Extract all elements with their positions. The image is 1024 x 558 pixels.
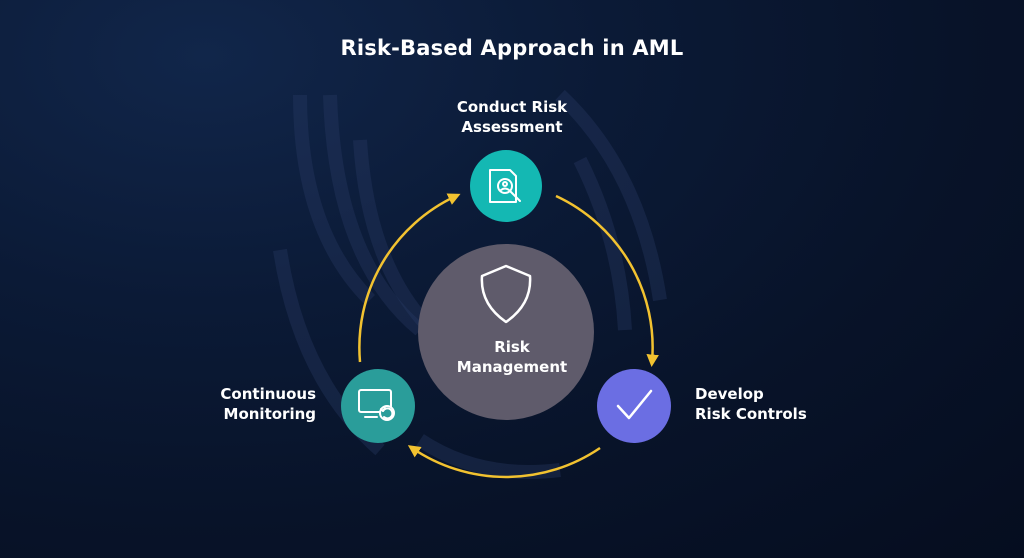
step-label-line: Risk Controls <box>695 405 807 423</box>
step-label-monitoring: Continuous Monitoring <box>116 384 316 424</box>
monitor-refresh-icon <box>358 389 395 421</box>
center-label: Risk Management <box>412 337 612 377</box>
document-search-icon <box>489 169 521 203</box>
bg-arc <box>573 156 632 331</box>
bg-arc <box>555 89 667 302</box>
step-label-line: Continuous <box>220 385 316 403</box>
center-label-line: Management <box>456 358 568 376</box>
step-label-line: Conduct Risk <box>456 98 568 116</box>
risk-management-circle <box>418 244 594 420</box>
bg-arc <box>323 94 425 336</box>
step-label-assessment: Conduct Risk Assessment <box>412 97 612 137</box>
shield-icon <box>480 264 532 324</box>
step-label-line: Monitoring <box>223 405 316 423</box>
monitoring-node <box>341 369 415 443</box>
cycle-arrow-controls-to-monitoring <box>407 445 601 479</box>
step-label-line: Assessment <box>461 118 563 136</box>
center-label-line: Risk <box>494 338 530 356</box>
cycle-arrow-assessment-to-controls <box>555 194 659 367</box>
step-label-line: Develop <box>695 385 764 403</box>
checkmark-icon <box>616 389 653 420</box>
step-label-controls: Develop Risk Controls <box>695 384 895 424</box>
page-title: Risk-Based Approach in AML <box>340 36 684 60</box>
bg-arc <box>416 434 561 479</box>
cycle-arrow-monitoring-to-assessment <box>358 193 461 363</box>
controls-node <box>597 369 671 443</box>
bg-arc <box>293 94 375 305</box>
